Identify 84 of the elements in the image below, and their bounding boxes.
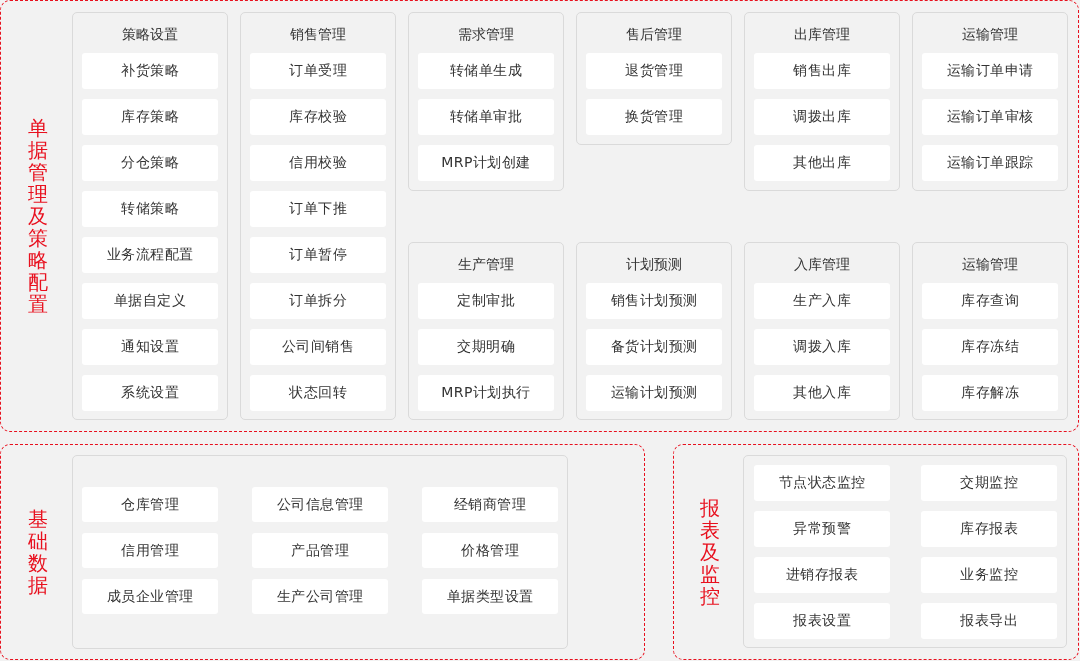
item-card: 调拨出库 [754,99,890,135]
item-card: 节点状态监控 [754,465,890,501]
group-frame [0,444,645,660]
panel-heading: 生产管理 [458,255,514,274]
item-card: 交期监控 [921,465,1057,501]
item-card: 状态回转 [250,375,386,411]
category-panel [576,12,732,145]
category-panel [576,242,732,420]
item-card: 转储单生成 [418,53,554,89]
panel-heading: 运输管理 [962,255,1018,274]
panel-heading: 策略设置 [122,25,178,44]
item-card: 产品管理 [252,533,388,568]
panel-heading: 需求管理 [458,25,514,44]
item-card: 公司间销售 [250,329,386,365]
category-panel [912,12,1068,191]
item-card: 成员企业管理 [82,579,218,614]
group-frame [0,0,1079,432]
category-panel [408,12,564,191]
panel-heading: 计划预测 [626,255,682,274]
inner-panel [743,455,1067,648]
item-card: 补货策略 [82,53,218,89]
item-card: 订单受理 [250,53,386,89]
item-card: 报表导出 [921,603,1057,639]
item-card: 业务流程配置 [82,237,218,273]
category-panel [912,242,1068,420]
item-card: 库存策略 [82,99,218,135]
item-card: 订单下推 [250,191,386,227]
item-card: 运输订单审核 [922,99,1058,135]
item-card: 信用管理 [82,533,218,568]
item-card: 系统设置 [82,375,218,411]
item-card: 运输订单跟踪 [922,145,1058,181]
item-card: 价格管理 [422,533,558,568]
item-card: 单据自定义 [82,283,218,319]
item-card: 订单拆分 [250,283,386,319]
item-card: 库存冻结 [922,329,1058,365]
item-card: 信用校验 [250,145,386,181]
panel-heading: 销售管理 [290,25,346,44]
item-card: 退货管理 [586,53,722,89]
item-card: 单据类型设置 [422,579,558,614]
item-card: 运输订单申请 [922,53,1058,89]
item-card: 交期明确 [418,329,554,365]
item-card: 销售出库 [754,53,890,89]
item-card: 公司信息管理 [252,487,388,522]
item-card: 备货计划预测 [586,329,722,365]
category-panel [408,242,564,420]
category-panel [72,12,228,420]
item-card: 换货管理 [586,99,722,135]
item-card: 异常预警 [754,511,890,547]
item-card: 仓库管理 [82,487,218,522]
item-card: 其他入库 [754,375,890,411]
category-panel [744,12,900,191]
item-card: 库存解冻 [922,375,1058,411]
panel-heading: 售后管理 [626,25,682,44]
item-card: 定制审批 [418,283,554,319]
item-card: 生产公司管理 [252,579,388,614]
panel-heading: 出库管理 [794,25,850,44]
item-card: 运输计划预测 [586,375,722,411]
item-card: 销售计划预测 [586,283,722,319]
item-card: 业务监控 [921,557,1057,593]
category-panel [744,242,900,420]
panel-heading: 运输管理 [962,25,1018,44]
item-card: 转储单审批 [418,99,554,135]
item-card: 生产入库 [754,283,890,319]
group-title: 报表及监控 [700,497,720,607]
panel-heading: 入库管理 [794,255,850,274]
item-card: 库存校验 [250,99,386,135]
item-card: 分仓策略 [82,145,218,181]
item-card: 进销存报表 [754,557,890,593]
group-frame [673,444,1079,660]
group-title: 单据管理及策略配置 [28,117,48,315]
item-card: 经销商管理 [422,487,558,522]
item-card: 订单暂停 [250,237,386,273]
group-title: 基础数据 [28,508,48,596]
item-card: 其他出库 [754,145,890,181]
item-card: 转储策略 [82,191,218,227]
item-card: MRP计划创建 [418,145,554,181]
item-card: 报表设置 [754,603,890,639]
item-card: 调拨入库 [754,329,890,365]
inner-panel [72,455,568,649]
item-card: 通知设置 [82,329,218,365]
category-panel [240,12,396,420]
item-card: MRP计划执行 [418,375,554,411]
item-card: 库存报表 [921,511,1057,547]
item-card: 库存查询 [922,283,1058,319]
